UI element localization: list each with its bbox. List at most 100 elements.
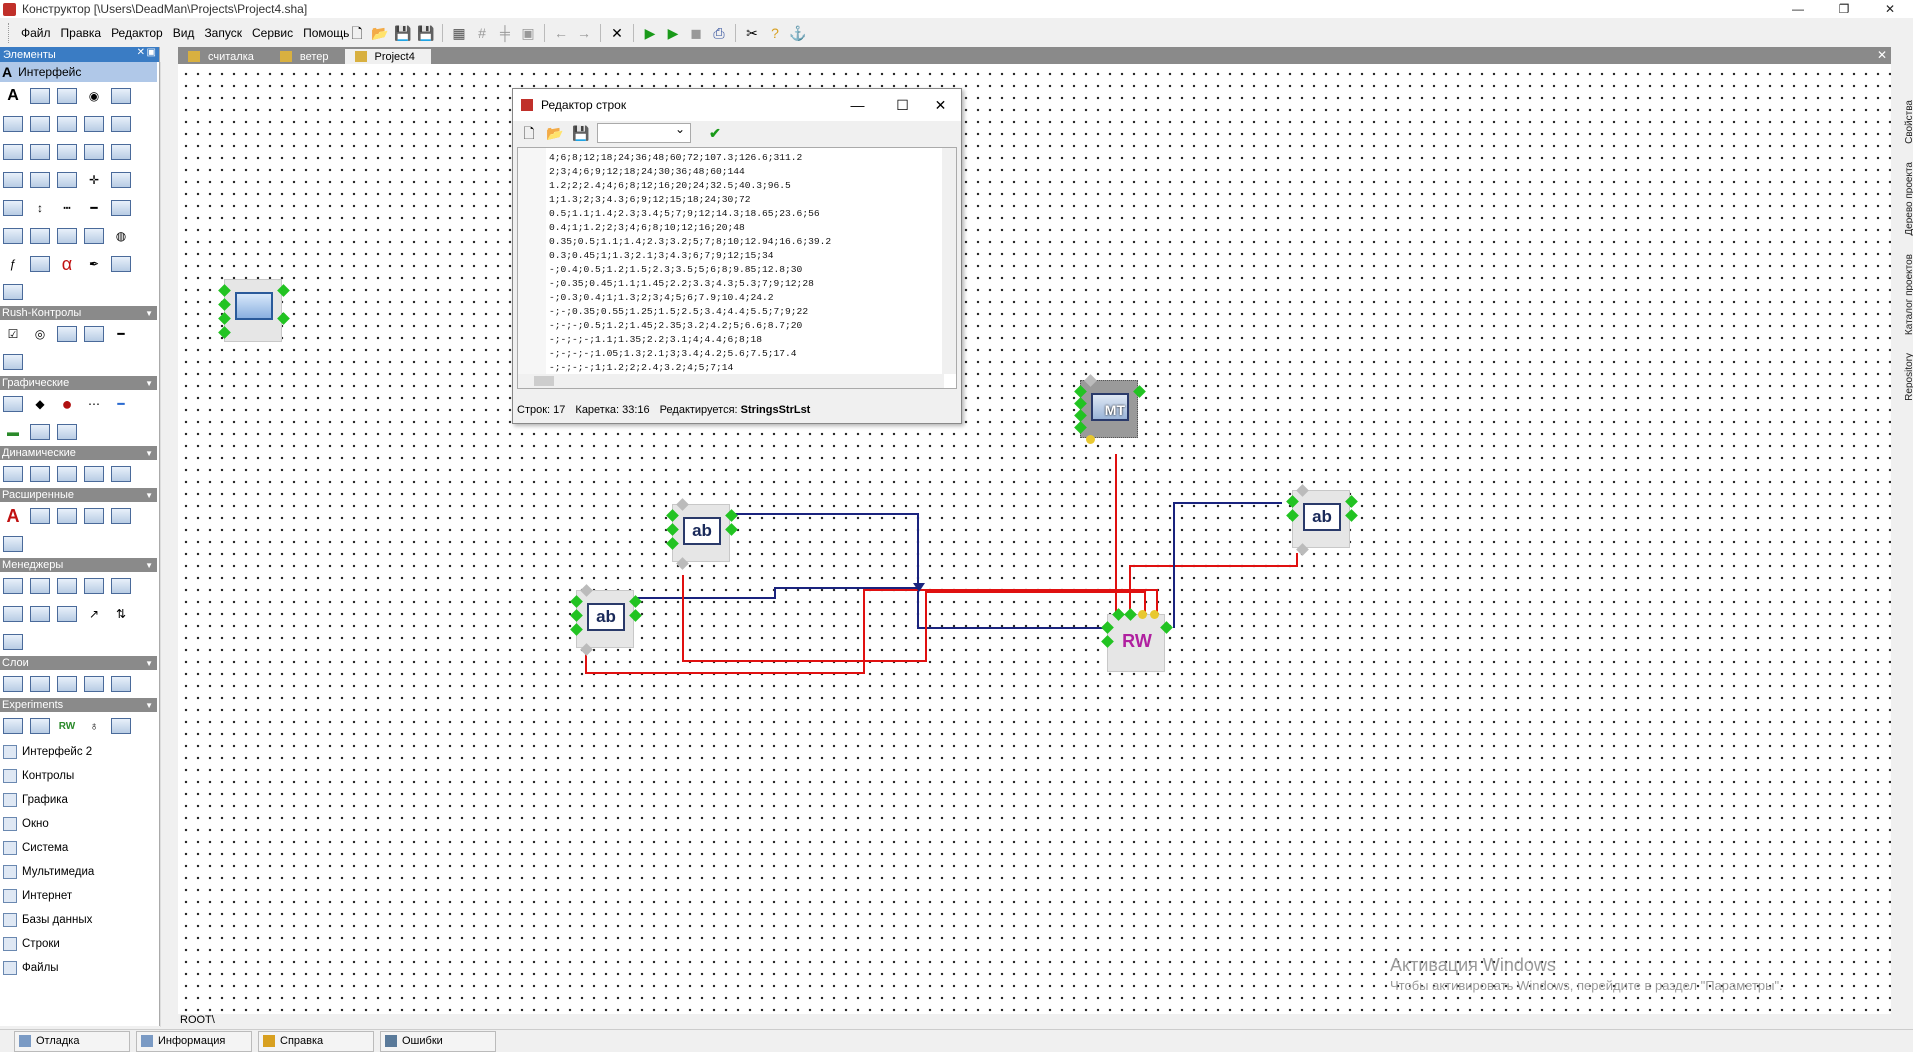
- exp5-icon[interactable]: [110, 715, 132, 737]
- dialog-minimize-button[interactable]: —: [850, 97, 865, 113]
- dialog-maximize-button[interactable]: ☐: [896, 96, 909, 113]
- undo-icon[interactable]: ←: [554, 25, 568, 41]
- led-icon[interactable]: ▬: [7, 425, 19, 439]
- ext-edit-icon[interactable]: [29, 505, 51, 527]
- menu-file[interactable]: Файл: [21, 26, 51, 40]
- mgr3-icon[interactable]: [56, 575, 78, 597]
- edit-icon[interactable]: [29, 85, 51, 107]
- string-editor-textarea[interactable]: 4;6;8;12;18;24;36;48;60;72;107.3;126.6;3…: [517, 147, 957, 389]
- group-rush[interactable]: Rush-Контролы▼: [0, 306, 157, 320]
- ext-tree-icon[interactable]: [83, 505, 105, 527]
- plugin-icon[interactable]: ⚓: [789, 25, 807, 41]
- rw-component[interactable]: RW: [1101, 608, 1173, 672]
- port[interactable]: [1138, 610, 1147, 619]
- editor-horizontal-scrollbar[interactable]: [518, 374, 944, 388]
- font-icon[interactable]: ƒ: [9, 257, 17, 271]
- group-interface[interactable]: A Интерфейс: [0, 62, 157, 82]
- tab-project4[interactable]: Project4: [344, 49, 431, 64]
- image-icon[interactable]: [29, 113, 51, 135]
- save-all-icon[interactable]: 💾: [417, 25, 435, 41]
- alpha-icon[interactable]: α: [61, 253, 73, 274]
- dyn2-icon[interactable]: [29, 463, 51, 485]
- rush-panel-icon[interactable]: [2, 351, 24, 373]
- category-graphics[interactable]: Графика: [0, 788, 159, 812]
- spin-icon[interactable]: [29, 141, 51, 163]
- progress-icon[interactable]: ━: [90, 201, 98, 215]
- layer1-icon[interactable]: [2, 673, 24, 695]
- header-icon[interactable]: [2, 225, 24, 247]
- menu-help[interactable]: Помощь: [303, 26, 350, 40]
- trackbar-icon[interactable]: ┅: [63, 201, 71, 215]
- rush-track-icon[interactable]: ━: [117, 327, 125, 341]
- tab-veter[interactable]: ветер: [270, 49, 345, 64]
- button-icon[interactable]: [110, 85, 132, 107]
- list-icon[interactable]: [83, 113, 105, 135]
- close-button[interactable]: ✕: [1884, 2, 1896, 16]
- category-controls[interactable]: Контролы: [0, 764, 159, 788]
- bottom-tab-help[interactable]: Справка: [258, 1030, 374, 1052]
- grid-icon[interactable]: ▦: [452, 25, 466, 41]
- menu-component-icon[interactable]: [110, 253, 132, 275]
- matrix-icon[interactable]: [29, 421, 51, 443]
- tree-icon[interactable]: [56, 169, 78, 191]
- rush-edit-icon[interactable]: [83, 323, 105, 345]
- memo-icon[interactable]: [2, 113, 24, 135]
- mgr2-icon[interactable]: [29, 575, 51, 597]
- listbox-icon[interactable]: [2, 141, 24, 163]
- exp1-icon[interactable]: [2, 715, 24, 737]
- label-icon[interactable]: A: [7, 87, 19, 104]
- port[interactable]: [1150, 610, 1159, 619]
- minimize-button[interactable]: —: [1792, 2, 1804, 16]
- canvas-vertical-scrollbar[interactable]: [1891, 64, 1904, 1014]
- open-icon[interactable]: 📂: [371, 25, 389, 41]
- mgr11-icon[interactable]: [2, 631, 24, 653]
- panel-icon[interactable]: [56, 113, 78, 135]
- line-icon[interactable]: ━: [117, 397, 125, 411]
- category-interface2[interactable]: Интерфейс 2: [0, 740, 159, 764]
- compile-icon[interactable]: ⎙: [713, 25, 725, 41]
- grid-component-icon[interactable]: [56, 141, 78, 163]
- menu-run[interactable]: Запуск: [204, 26, 242, 40]
- editor-vertical-scrollbar[interactable]: [942, 148, 956, 374]
- category-system[interactable]: Система: [0, 836, 159, 860]
- redo-icon[interactable]: →: [577, 25, 591, 41]
- ellipse-icon[interactable]: ●: [61, 393, 73, 414]
- group-experiments[interactable]: Experiments▼: [0, 698, 157, 712]
- dialog-encoding-select[interactable]: [597, 122, 691, 143]
- exp2-icon[interactable]: [29, 715, 51, 737]
- panel-close-icon[interactable]: ✕: [136, 47, 145, 58]
- dialog-save-icon[interactable]: 💾: [572, 125, 590, 141]
- browser-icon[interactable]: ◍: [115, 229, 127, 243]
- mgr5-icon[interactable]: [110, 575, 132, 597]
- rush-button-icon[interactable]: [56, 323, 78, 345]
- editor-scroll-thumb[interactable]: [534, 376, 554, 386]
- stop-icon[interactable]: ◼: [690, 25, 702, 41]
- bottom-tab-debug[interactable]: Отладка: [14, 1030, 130, 1052]
- dyn4-icon[interactable]: [83, 463, 105, 485]
- category-multimedia[interactable]: Мультимедиа: [0, 860, 159, 884]
- statusbar-icon[interactable]: [2, 197, 24, 219]
- updown-icon[interactable]: ↕: [37, 201, 43, 215]
- menu-service[interactable]: Сервис: [251, 26, 294, 40]
- group-box-icon[interactable]: [29, 225, 51, 247]
- tab-close-icon[interactable]: ✕: [1876, 48, 1888, 62]
- dialog-new-icon[interactable]: 🗋: [523, 125, 535, 141]
- bottom-tab-info[interactable]: Информация: [136, 1030, 252, 1052]
- port[interactable]: [1086, 435, 1095, 444]
- pages-icon[interactable]: [110, 141, 132, 163]
- category-window[interactable]: Окно: [0, 812, 159, 836]
- help-icon[interactable]: ?: [771, 25, 779, 41]
- layer2-icon[interactable]: [29, 673, 51, 695]
- settings-icon[interactable]: ✂: [746, 25, 758, 41]
- exp4-icon[interactable]: ♁: [89, 719, 99, 733]
- checkbox-icon[interactable]: [56, 85, 78, 107]
- mgr1-icon[interactable]: [2, 575, 24, 597]
- panel-pin-icon[interactable]: ▣: [146, 47, 156, 58]
- dock-project-tree[interactable]: Дерево проекта: [1904, 161, 1913, 236]
- dots-icon[interactable]: ⋯: [88, 397, 100, 411]
- toolbar-component-icon[interactable]: [110, 197, 132, 219]
- shapes-icon[interactable]: ◆: [35, 397, 45, 411]
- group-graphics[interactable]: Графические▼: [0, 376, 157, 390]
- schema-canvas[interactable]: [178, 64, 1891, 1014]
- layer5-icon[interactable]: [110, 673, 132, 695]
